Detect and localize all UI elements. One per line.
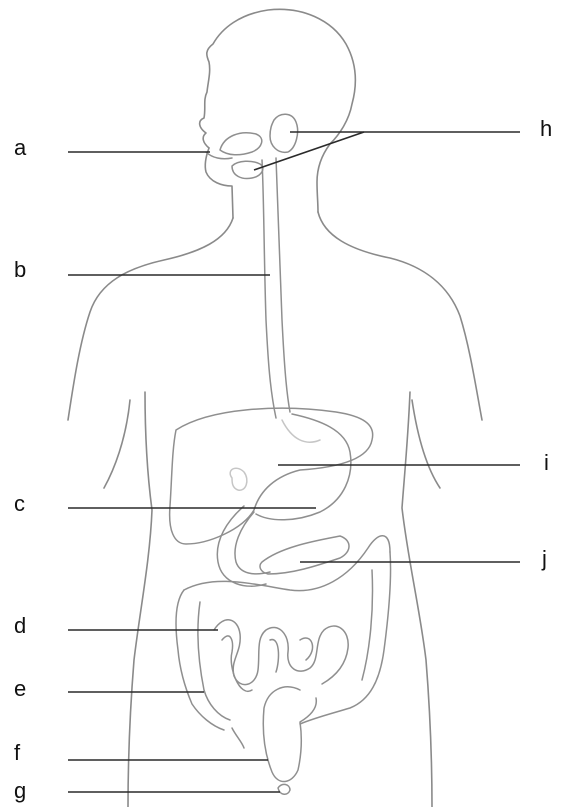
- left-arm-inner-outline: [104, 400, 130, 488]
- label-d: d: [14, 615, 26, 637]
- stomach-outline: [256, 414, 351, 520]
- esophagus-right-wall: [276, 158, 290, 412]
- label-b: b: [14, 259, 26, 281]
- right-torso-outline: [402, 392, 432, 807]
- duodenum-inner: [235, 512, 270, 574]
- gallbladder-outline: [230, 468, 247, 490]
- label-e: e: [14, 678, 26, 700]
- salivary-gland-upper: [270, 114, 298, 152]
- label-f: f: [14, 742, 20, 764]
- label-j: j: [542, 548, 547, 570]
- esophagus-lower: [282, 420, 320, 442]
- left-shoulder-arm-outline: [68, 218, 233, 420]
- label-g: g: [14, 780, 26, 802]
- mouth-line: [206, 152, 232, 159]
- colon-inner-right: [362, 570, 373, 680]
- small-intestine-coils-inner: [222, 636, 313, 691]
- label-i: i: [544, 452, 549, 474]
- salivary-gland-lower: [232, 161, 263, 178]
- appendix-outline: [232, 728, 244, 748]
- colon-descending: [300, 552, 391, 724]
- label-c: c: [14, 493, 25, 515]
- right-arm-inner-outline: [412, 400, 440, 488]
- label-h: h: [540, 118, 552, 140]
- left-torso-outline: [128, 392, 152, 807]
- tongue-shape: [220, 133, 262, 155]
- pancreas-outline: [260, 536, 349, 574]
- colon-transverse: [184, 536, 390, 591]
- label-a: a: [14, 137, 26, 159]
- esophagus-left-wall: [262, 160, 276, 418]
- rectum-outline: [263, 687, 316, 782]
- liver-outline: [170, 408, 373, 544]
- right-shoulder-arm-outline: [318, 212, 482, 420]
